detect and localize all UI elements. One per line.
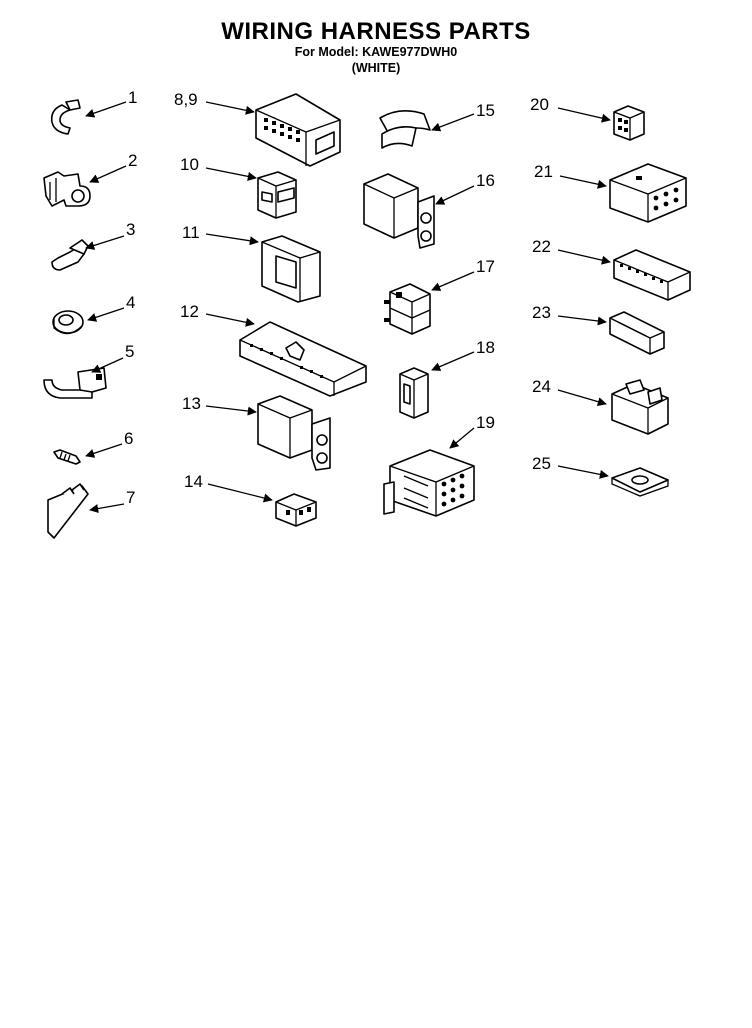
callout-14: 14 xyxy=(184,472,203,491)
callout-15: 15 xyxy=(476,101,495,120)
part-1-clip xyxy=(50,99,81,135)
callout-10-leader xyxy=(205,167,257,181)
part-2-cable-clamp xyxy=(43,171,91,207)
callout-8-9: 8,9 xyxy=(174,90,198,109)
callout-1: 1 xyxy=(128,88,137,107)
callout-6-leader xyxy=(85,443,123,458)
part-12-terminal-strip xyxy=(239,321,367,397)
part-19-connector xyxy=(383,449,475,517)
callout-22: 22 xyxy=(532,237,551,256)
part-20-connector xyxy=(613,105,645,141)
callout-7-leader xyxy=(89,503,125,514)
callout-19-leader xyxy=(449,427,475,449)
part-10-connector xyxy=(257,171,297,219)
part-11-connector xyxy=(261,235,321,303)
callout-1-leader xyxy=(85,101,127,118)
callout-17-leader xyxy=(431,271,475,291)
callout-13: 13 xyxy=(182,394,201,413)
callout-19: 19 xyxy=(476,413,495,432)
callout-21-leader xyxy=(559,175,607,189)
callout-14-leader xyxy=(207,483,273,503)
callout-4-leader xyxy=(87,307,125,322)
part-16-connector xyxy=(363,173,435,249)
part-25-terminal-board xyxy=(611,467,669,497)
callout-15-leader xyxy=(431,113,475,132)
callout-17: 17 xyxy=(476,257,495,276)
model-subtitle: For Model: KAWE977DWH0 xyxy=(294,45,458,59)
part-8-9-connector xyxy=(255,93,341,167)
part-14-connector xyxy=(275,493,317,527)
callout-21: 21 xyxy=(534,162,553,181)
callout-20-leader xyxy=(557,107,611,123)
part-21-connector xyxy=(609,163,687,223)
callout-13-leader xyxy=(205,405,257,416)
part-7-retainer xyxy=(47,483,89,539)
callout-12: 12 xyxy=(180,302,199,321)
callout-5: 5 xyxy=(125,342,134,361)
part-22-connector xyxy=(613,249,691,301)
diagram-title: WIRING HARNESS PARTS xyxy=(221,18,531,45)
callout-3: 3 xyxy=(126,220,135,239)
callout-10: 10 xyxy=(180,155,199,174)
callout-18: 18 xyxy=(476,338,495,357)
part-6-screw xyxy=(53,449,81,465)
part-3-wire-clip xyxy=(51,239,89,271)
callout-6: 6 xyxy=(124,429,133,448)
callout-25-leader xyxy=(557,465,609,479)
callout-16: 16 xyxy=(476,171,495,190)
callout-12-leader xyxy=(205,313,255,327)
callout-7: 7 xyxy=(126,488,135,507)
callout-24: 24 xyxy=(532,377,551,396)
callout-23: 23 xyxy=(532,303,551,322)
callout-2: 2 xyxy=(128,151,137,170)
part-4-grommet xyxy=(52,310,84,335)
callout-22-leader xyxy=(557,249,611,265)
callout-16-leader xyxy=(435,185,475,205)
callout-2-leader xyxy=(89,165,127,183)
callout-3-leader xyxy=(85,235,125,250)
part-17-terminal-block xyxy=(384,283,431,335)
callout-23-leader xyxy=(557,315,607,326)
callout-4: 4 xyxy=(126,293,135,312)
part-24-connector xyxy=(611,379,669,435)
part-5-strap-clamp xyxy=(43,367,107,399)
callout-25: 25 xyxy=(532,454,551,473)
callout-8-9-leader xyxy=(205,101,255,115)
callout-20: 20 xyxy=(530,95,549,114)
color-variant: (WHITE) xyxy=(351,61,401,75)
part-23-connector xyxy=(609,311,665,355)
part-15-sleeve xyxy=(379,110,431,149)
part-18-connector xyxy=(399,367,429,419)
callout-11-leader xyxy=(205,233,259,246)
callout-24-leader xyxy=(557,389,607,407)
part-13-connector xyxy=(257,395,331,471)
callout-5-leader xyxy=(91,357,124,373)
callout-11: 11 xyxy=(182,223,200,242)
callout-18-leader xyxy=(431,351,475,371)
